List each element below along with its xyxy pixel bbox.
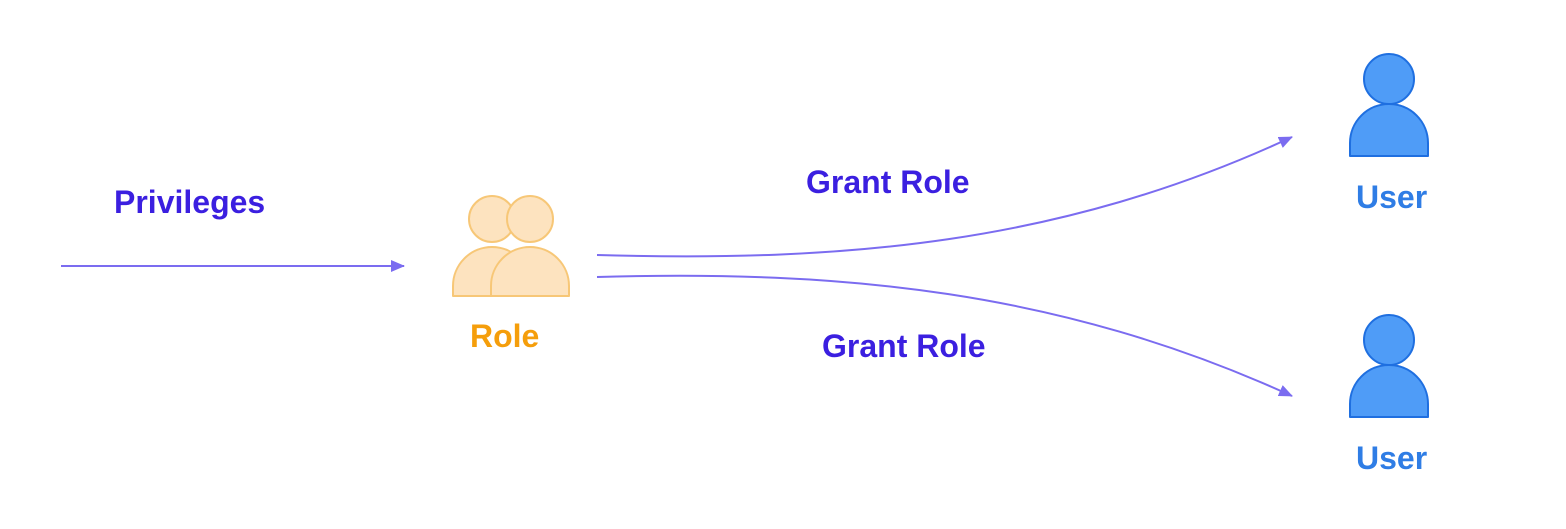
user-label: User bbox=[1356, 179, 1428, 215]
grant-role-arrow-bottom bbox=[596, 274, 1293, 397]
user-icon bbox=[1349, 314, 1429, 418]
grant-role-arrow-top bbox=[596, 136, 1293, 258]
grant-role-label: Grant Role bbox=[822, 328, 986, 364]
user-icon bbox=[1349, 53, 1429, 157]
role-group-icon bbox=[452, 195, 570, 297]
privileges-label: Privileges bbox=[114, 184, 266, 220]
role-label: Role bbox=[470, 318, 540, 354]
user-label: User bbox=[1356, 440, 1428, 476]
grant-role-label: Grant Role bbox=[806, 164, 970, 200]
